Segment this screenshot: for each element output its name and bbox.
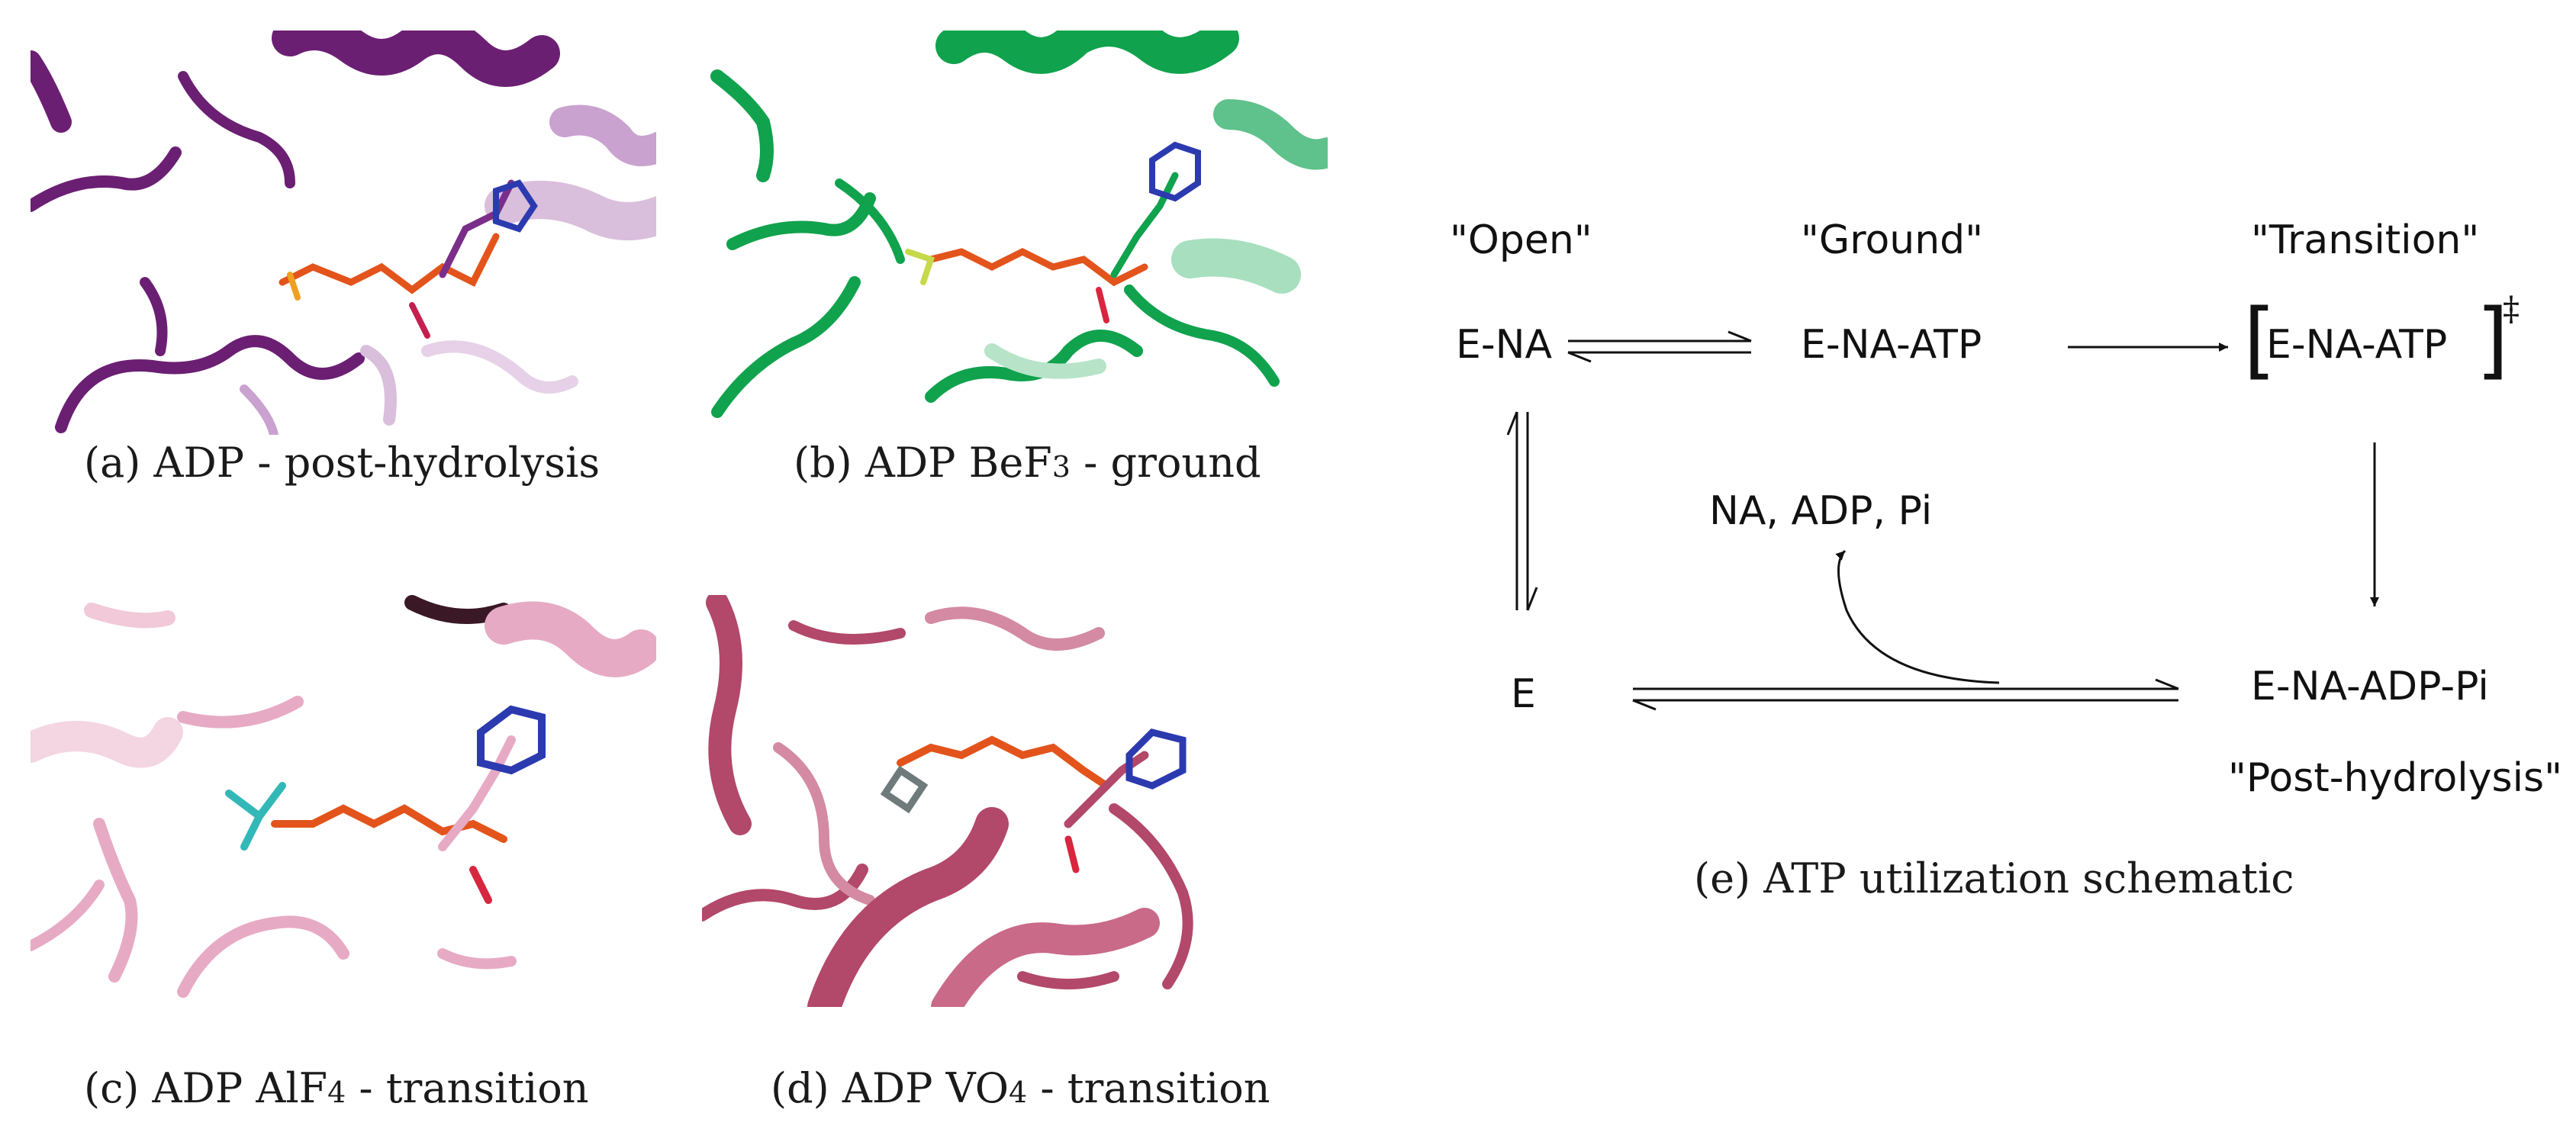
species-ena-adp-pi: E-NA-ADP-Pi [2251, 664, 2489, 709]
panel-c-caption-sub: 4 [327, 1076, 346, 1109]
panel-b-caption: (b) ADP BeF3 - ground [794, 439, 1261, 487]
arrow-product-release [1835, 549, 2000, 684]
panel-b-structure [702, 31, 1328, 435]
panel-d-image [702, 595, 1193, 1007]
species-ena: E-NA [1456, 322, 1553, 368]
panel-d-structure [702, 595, 1328, 1007]
panel-d-caption-tail: - transition [1027, 1064, 1270, 1112]
panel-c-structure [31, 595, 656, 1007]
panel-e-caption: (e) ATP utilization schematic [1694, 854, 2294, 902]
panel-c-image [31, 595, 656, 998]
panel-b-caption-main: (b) ADP BeF [794, 439, 1052, 487]
panel-c-caption-tail: - transition [346, 1064, 589, 1112]
atp-scheme: "Open" "Ground" "Transition" E-NA E-NA-A… [1404, 183, 2576, 976]
state-open-label: "Open" [1450, 217, 1592, 263]
panel-a-structure [31, 31, 656, 435]
panel-d-caption-main: (d) ADP VO [771, 1064, 1009, 1112]
panel-b-image [710, 31, 1328, 418]
panel-b-caption-tail: - ground [1070, 439, 1261, 487]
panel-c-caption: (c) ADP AlF4 - transition [84, 1064, 589, 1112]
panel-a-caption: (a) ADP - post-hydrolysis [84, 439, 601, 487]
state-ground-label: "Ground" [1801, 217, 1984, 263]
panel-d-caption-sub: 4 [1008, 1076, 1028, 1109]
species-ena-atp: E-NA-ATP [1801, 322, 1982, 368]
panel-c-caption-main: (c) ADP AlF [84, 1064, 328, 1112]
species-transition-state: E-NA-ATP [2266, 322, 2448, 368]
ts-bracket-right: ] [2476, 291, 2509, 388]
species-e: E [1511, 671, 1536, 717]
state-post-hydrolysis-label: "Post-hydrolysis" [2228, 755, 2563, 801]
products-label: NA, ADP, Pi [1709, 488, 1933, 534]
ts-bracket-left: [ [2243, 291, 2276, 388]
panel-d-caption: (d) ADP VO4 - transition [771, 1064, 1270, 1112]
state-transition-label: "Transition" [2251, 217, 2480, 263]
ts-dagger: ‡ [2503, 290, 2520, 329]
scheme-arrows [1506, 330, 2379, 711]
panel-a-image [31, 31, 656, 435]
panel-b-caption-sub: 3 [1051, 450, 1071, 484]
